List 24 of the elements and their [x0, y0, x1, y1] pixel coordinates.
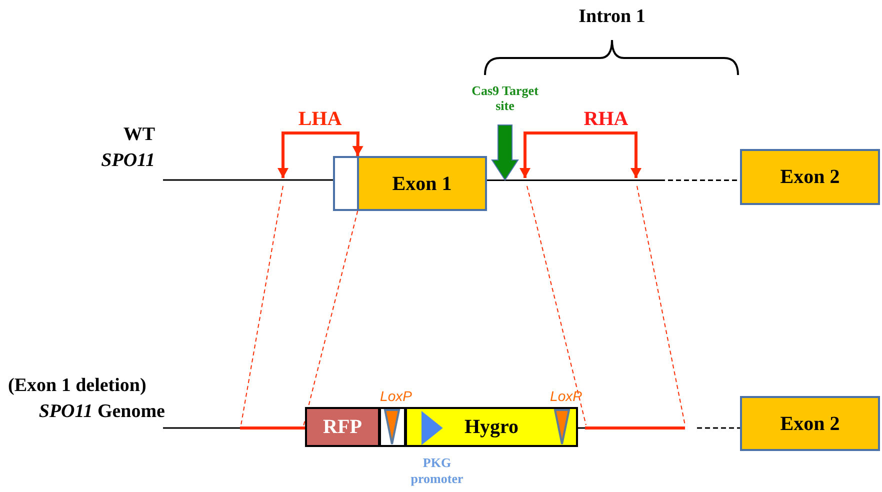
promoter-label: PKG promoter — [410, 455, 464, 486]
exon-box — [740, 396, 880, 451]
node-label: Exon 2 — [780, 412, 840, 436]
allele-label: (Exon 1 deletion) — [8, 374, 148, 398]
cut-site-label: Cas9 Target site — [471, 84, 539, 114]
brace-label: Intron 1 — [578, 5, 646, 29]
edge-label: LHA — [297, 107, 343, 132]
node-label: Exon 2 — [780, 165, 840, 190]
chromosome-line — [487, 179, 740, 181]
exon-box — [740, 149, 880, 205]
node-label: RFP — [323, 415, 362, 440]
homology-arm-arrow — [278, 132, 364, 178]
gene-label: SPO11 Genome — [38, 400, 165, 424]
site-label: LoxP — [379, 387, 413, 406]
resistance-gene-box — [405, 407, 578, 447]
exon-box — [333, 156, 487, 211]
site-label: LoxP — [549, 387, 583, 406]
node-label: Hygro — [464, 415, 519, 440]
allele-label: WT — [122, 123, 155, 147]
gene-label: SPO11 — [100, 149, 155, 173]
marker-gene-box — [305, 407, 380, 447]
node-label: Exon 1 — [392, 172, 452, 196]
homology-arm-label: RHA — [582, 107, 630, 132]
dashed-connector — [302, 210, 358, 428]
